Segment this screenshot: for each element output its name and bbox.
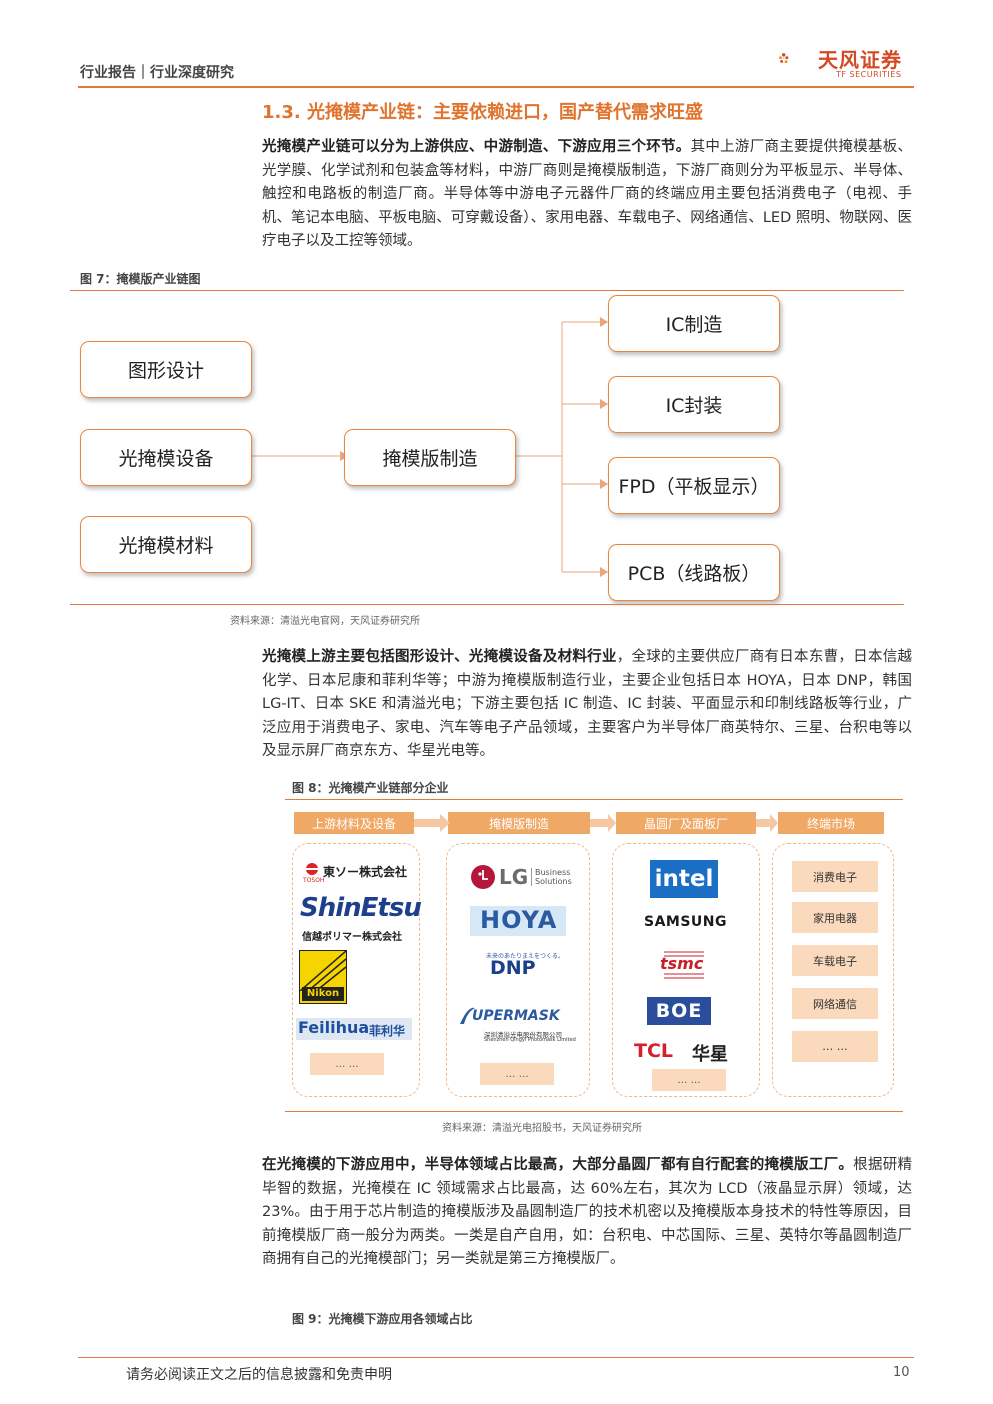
lg-logo-sub-1: Business	[535, 868, 571, 877]
dnp-slogan: 未来のあたりまえをつくる。	[486, 953, 564, 960]
box-fpd: FPD（平板显示）	[608, 457, 780, 514]
head-fab: 晶圆厂及面板厂	[616, 812, 756, 834]
tosoh-logo: 東ソー株式会社	[323, 865, 408, 879]
company-logo-icon	[779, 53, 789, 64]
figure-8-top-rule	[285, 799, 903, 800]
box-ic-manufacturing: IC制造	[608, 295, 780, 352]
market-networking: 网络通信	[792, 988, 878, 1019]
shinetsu-logo-sub: 信越ポリマー株式会社	[302, 932, 402, 943]
section-title: 1.3. 光掩模产业链：主要依赖进口，国产替代需求旺盛	[262, 102, 703, 123]
market-home-appliances: 家用电器	[792, 902, 878, 933]
feilihua-logo-cn: 菲利华	[369, 1024, 406, 1038]
upermask-logo: UPERMASK	[472, 1008, 560, 1024]
nikon-logo-icon: Nikon	[299, 950, 347, 1004]
box-graphic-design: 图形设计	[80, 341, 252, 398]
feilihua-logo: Feilihua	[298, 1018, 370, 1037]
figure-8-bottom-rule	[285, 1111, 903, 1112]
paragraph-2-lead: 光掩模上游主要包括图形设计、光掩模设备及材料行业	[262, 649, 617, 665]
box-pcb: PCB（线路板）	[608, 544, 780, 601]
paragraph-3: 在光掩模的下游应用中，半导体领域占比最高，大部分晶圆厂都有自行配套的掩模版工厂。…	[262, 1154, 912, 1272]
arrow-right-icon	[414, 814, 450, 832]
breadcrumb: 行业报告｜行业深度研究	[80, 65, 234, 81]
nikon-logo: Nikon	[302, 987, 344, 1001]
paragraph-2: 光掩模上游主要包括图形设计、光掩模设备及材料行业，全球的主要供应厂商有日本东曹，…	[262, 646, 912, 764]
flower-petals-icon	[779, 53, 789, 64]
arrow-right-icon	[756, 814, 778, 832]
market-automotive: 车载电子	[792, 945, 878, 976]
head-upstream: 上游材料及设备	[294, 812, 414, 834]
figure-7-source: 资料来源：清溢光电官网，天风证券研究所	[230, 616, 420, 627]
more-mask-mfg: … …	[480, 1063, 554, 1085]
paragraph-3-body: 根据研精毕智的数据，光掩模在 IC 领域需求占比最高，达 60%左右，其次为 L…	[262, 1157, 913, 1267]
lg-logo-sub-2: Solutions	[535, 877, 572, 886]
column-mask-mfg	[446, 843, 590, 1097]
paragraph-2-body: ，全球的主要供应厂商有日本东曹，日本信越化学、日本尼康和菲利华等；中游为掩模版制…	[262, 649, 913, 759]
tcl-logo-cn: 华星	[692, 1044, 728, 1065]
tosoh-logo-small: TOSOH	[303, 877, 325, 884]
header-divider	[78, 86, 914, 88]
head-mask-mfg: 掩模版制造	[448, 812, 590, 834]
upermask-logo-icon	[460, 1007, 475, 1024]
hoya-logo-bg	[470, 906, 566, 936]
figure-7-connectors	[250, 317, 608, 577]
paragraph-1-body: 其中上游厂商主要提供掩模基板、光学膜、化学试剂和包装盒等材料，中游厂商则是掩模版…	[262, 139, 912, 249]
feilihua-logo-bg	[296, 1018, 412, 1040]
column-upstream	[292, 843, 420, 1097]
paragraph-1: 光掩模产业链可以分为上游供应、中游制造、下游应用三个环节。其中上游厂商主要提供掩…	[262, 136, 912, 254]
column-fab	[612, 843, 760, 1097]
figure-7-title: 图 7：掩模版产业链图	[80, 272, 201, 286]
lg-logo-icon	[471, 865, 495, 889]
footer-disclaimer: 请务必阅读正文之后的信息披露和免责申明	[126, 1367, 392, 1383]
intel-logo: intel	[650, 860, 718, 898]
dnp-logo: DNP	[490, 957, 536, 979]
tcl-logo: TCL	[634, 1040, 674, 1062]
box-mask-equipment: 光掩模设备	[80, 429, 252, 486]
figure-8-source: 资料来源：清溢光电招股书，天风证券研究所	[442, 1123, 642, 1134]
box-mask-manufacturing: 掩模版制造	[344, 429, 516, 486]
column-market	[772, 843, 894, 1097]
shinetsu-logo: ShinEtsu	[300, 893, 422, 923]
footer-divider	[78, 1357, 914, 1358]
head-market: 终端市场	[778, 812, 884, 834]
figure-9-title: 图 9：光掩模下游应用各领域占比	[292, 1312, 473, 1326]
arrow-right-icon	[590, 814, 616, 832]
box-mask-materials: 光掩模材料	[80, 516, 252, 573]
samsung-logo: SAMSUNG	[644, 914, 728, 930]
paragraph-1-lead: 光掩模产业链可以分为上游供应、中游制造、下游应用三个环节。	[262, 139, 691, 155]
figure-7-top-rule	[70, 290, 904, 291]
market-more: … …	[792, 1031, 878, 1062]
figure-7-bottom-rule	[70, 604, 904, 605]
figure-8-title: 图 8：光掩模产业链部分企业	[292, 781, 449, 795]
logo-text-en: TF SECURITIES	[836, 70, 902, 79]
hoya-logo: HOYA	[480, 906, 558, 934]
upermask-logo-en: Shenzhen Qingyi Photomask Limited	[484, 1037, 576, 1043]
more-upstream: … …	[310, 1053, 384, 1075]
box-ic-packaging: IC封装	[608, 376, 780, 433]
upermask-logo-cn: 深圳清溢光电股份有限公司	[484, 1031, 562, 1039]
tsmc-logo: tsmc	[660, 954, 704, 973]
paragraph-3-lead: 在光掩模的下游应用中，半导体领域占比最高，大部分晶圆厂都有自行配套的掩模版工厂。	[262, 1157, 854, 1173]
lg-logo: LG	[499, 865, 529, 889]
more-fab: … …	[652, 1069, 726, 1091]
logo-text-cn: 天风证券	[818, 48, 902, 72]
page-number: 10	[893, 1365, 910, 1380]
tosoh-logo-icon	[306, 863, 318, 875]
boe-logo: BOE	[647, 997, 711, 1025]
tsmc-logo-icon	[664, 951, 704, 979]
market-consumer-electronics: 消费电子	[792, 861, 878, 892]
